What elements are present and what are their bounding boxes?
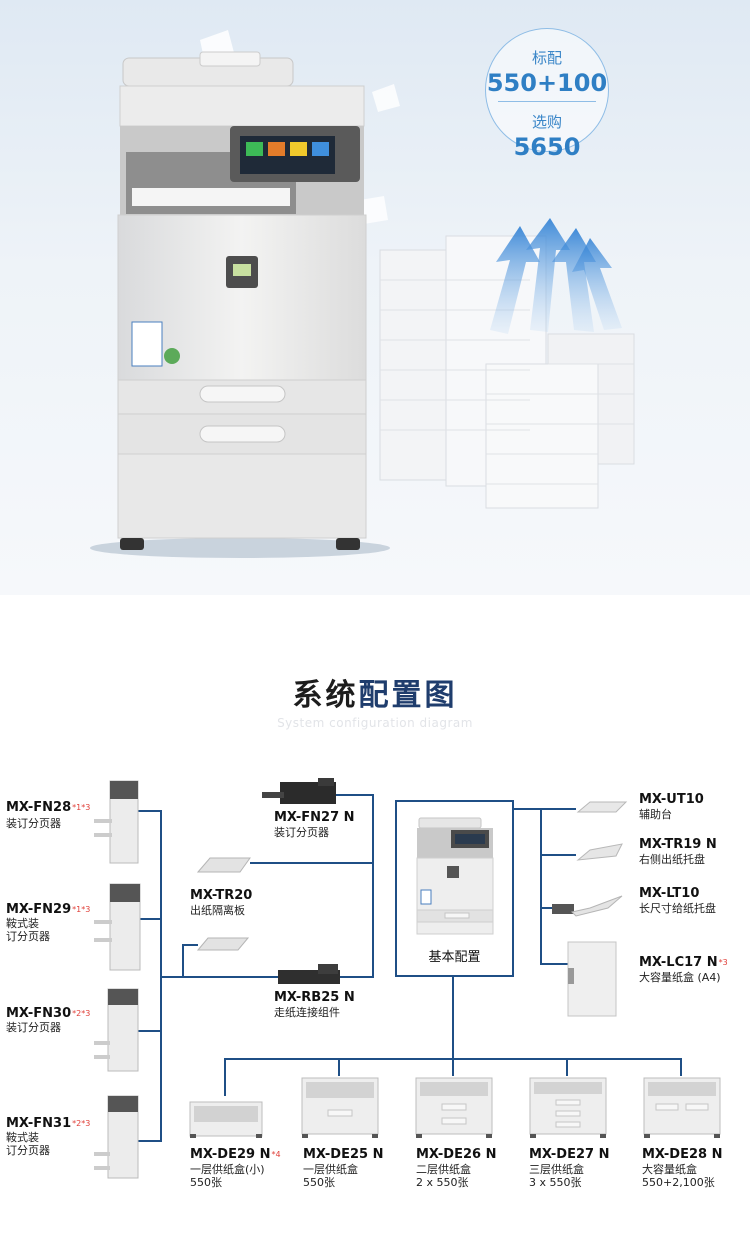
connector-fn28 (138, 810, 162, 812)
fn27-desc: 装订分页器 (274, 826, 329, 839)
basic-config-box: 基本配置 (395, 800, 514, 977)
tr19-desc: 右侧出纸托盘 (639, 853, 705, 866)
de26-capacity: 2 x 550张 (416, 1176, 469, 1189)
rb25-image (278, 964, 340, 984)
de27-desc: 三层供纸盒 (529, 1163, 584, 1176)
fn29-model: MX-FN29*1*3 (6, 902, 91, 917)
connector-de25 (338, 1058, 340, 1076)
de28-image (643, 1077, 721, 1138)
de26-desc: 二层供纸盒 (416, 1163, 471, 1176)
ut10-model: MX-UT10 (639, 792, 704, 807)
tr20-lower-image (196, 937, 250, 951)
connector-fn27 (330, 794, 374, 796)
fn30-image (94, 988, 139, 1072)
connector-right-box (512, 808, 542, 810)
fn31-image (94, 1095, 139, 1179)
connector-lc17 (540, 963, 570, 965)
fn29-desc-line1: 鞍式装 (6, 917, 39, 930)
connector-de29 (224, 1058, 226, 1096)
upward-arrows-icon (490, 218, 622, 334)
connector-main (160, 976, 374, 978)
rb25-model: MX-RB25 N (274, 990, 355, 1005)
de26-model: MX-DE26 N (416, 1147, 497, 1162)
connector-de27 (566, 1058, 568, 1076)
de25-image (301, 1077, 379, 1138)
section-title-part1: 系统 (292, 678, 359, 713)
badge-divider (498, 101, 596, 102)
basic-config-label: 基本配置 (428, 950, 481, 965)
fn31-desc-line1: 鞍式装 (6, 1131, 39, 1144)
tr20-model: MX-TR20 (190, 888, 253, 903)
tr20-desc: 出纸隔离板 (190, 904, 245, 917)
de27-image (529, 1077, 607, 1138)
standard-label: 标配 (531, 49, 562, 67)
connector-center-vertical (372, 794, 374, 978)
connector-ut10 (540, 808, 576, 810)
rb25-desc: 走纸连接组件 (274, 1006, 340, 1019)
standard-value: 550+100 (486, 69, 608, 97)
section-subtitle: System configuration diagram (277, 716, 473, 730)
lt10-desc: 长尺寸给纸托盘 (639, 902, 716, 915)
fn28-model: MX-FN28*1*3 (6, 800, 91, 815)
connector-de26 (452, 1058, 454, 1076)
de28-model: MX-DE28 N (642, 1147, 723, 1162)
fn29-image (94, 883, 141, 971)
fn27-image (262, 778, 336, 804)
connector-rb25-h (182, 944, 198, 946)
lc17-image (567, 941, 617, 1017)
lt10-model: MX-LT10 (639, 886, 700, 901)
tr20-image (196, 857, 251, 873)
de28-capacity: 550+2,100张 (642, 1176, 715, 1189)
connector-bottom-vertical (452, 973, 454, 1060)
hero-illustration (90, 30, 635, 558)
de26-image (415, 1077, 493, 1138)
ut10-desc: 辅助台 (639, 808, 672, 821)
fn30-model: MX-FN30*2*3 (6, 1006, 91, 1021)
fn31-desc-line2: 订分页器 (6, 1144, 50, 1157)
fn31-model: MX-FN31*2*3 (6, 1116, 91, 1131)
connector-rb25-v (182, 944, 184, 978)
fn27-model: MX-FN27 N (274, 810, 355, 825)
connector-fn31 (138, 1140, 162, 1142)
de29-image (189, 1101, 263, 1138)
section-title-part2: 配置图 (358, 678, 458, 713)
de27-model: MX-DE27 N (529, 1147, 610, 1162)
connector-right-vertical (540, 808, 542, 965)
optional-label: 选购 (531, 113, 562, 131)
optional-value: 5650 (513, 133, 581, 161)
de25-capacity: 550张 (303, 1176, 335, 1189)
connector-tr20 (250, 862, 374, 864)
basic-copier-image (416, 817, 494, 935)
hero-banner: 标配 550+100 选购 5650 (0, 0, 750, 595)
tr19-image (576, 843, 623, 861)
section-title: 系统配置图 (0, 670, 750, 714)
de28-desc: 大容量纸盒 (642, 1163, 697, 1176)
lc17-desc: 大容量纸盒 (A4) (639, 971, 721, 984)
de25-model: MX-DE25 N (303, 1147, 384, 1162)
connector-fn30 (138, 1030, 162, 1032)
de29-model: MX-DE29 N*4 (190, 1147, 281, 1162)
lt10-image (552, 895, 623, 917)
capacity-badge: 标配 550+100 选购 5650 (485, 28, 609, 161)
connector-de28 (680, 1058, 682, 1076)
connector-fn29 (138, 918, 162, 920)
paper-stacks (379, 235, 635, 509)
fn30-desc: 装订分页器 (6, 1021, 61, 1034)
de27-capacity: 3 x 550张 (529, 1176, 582, 1189)
lc17-model: MX-LC17 N*3 (639, 955, 728, 970)
fn28-image (94, 780, 139, 864)
tr19-model: MX-TR19 N (639, 837, 717, 852)
de29-capacity: 550张 (190, 1176, 222, 1189)
ut10-image (576, 801, 628, 813)
fn28-desc: 装订分页器 (6, 817, 61, 830)
connector-tr19 (540, 854, 576, 856)
de29-desc: 一层供纸盒(小) (190, 1163, 265, 1176)
de25-desc: 一层供纸盒 (303, 1163, 358, 1176)
fn29-desc-line2: 订分页器 (6, 930, 50, 943)
